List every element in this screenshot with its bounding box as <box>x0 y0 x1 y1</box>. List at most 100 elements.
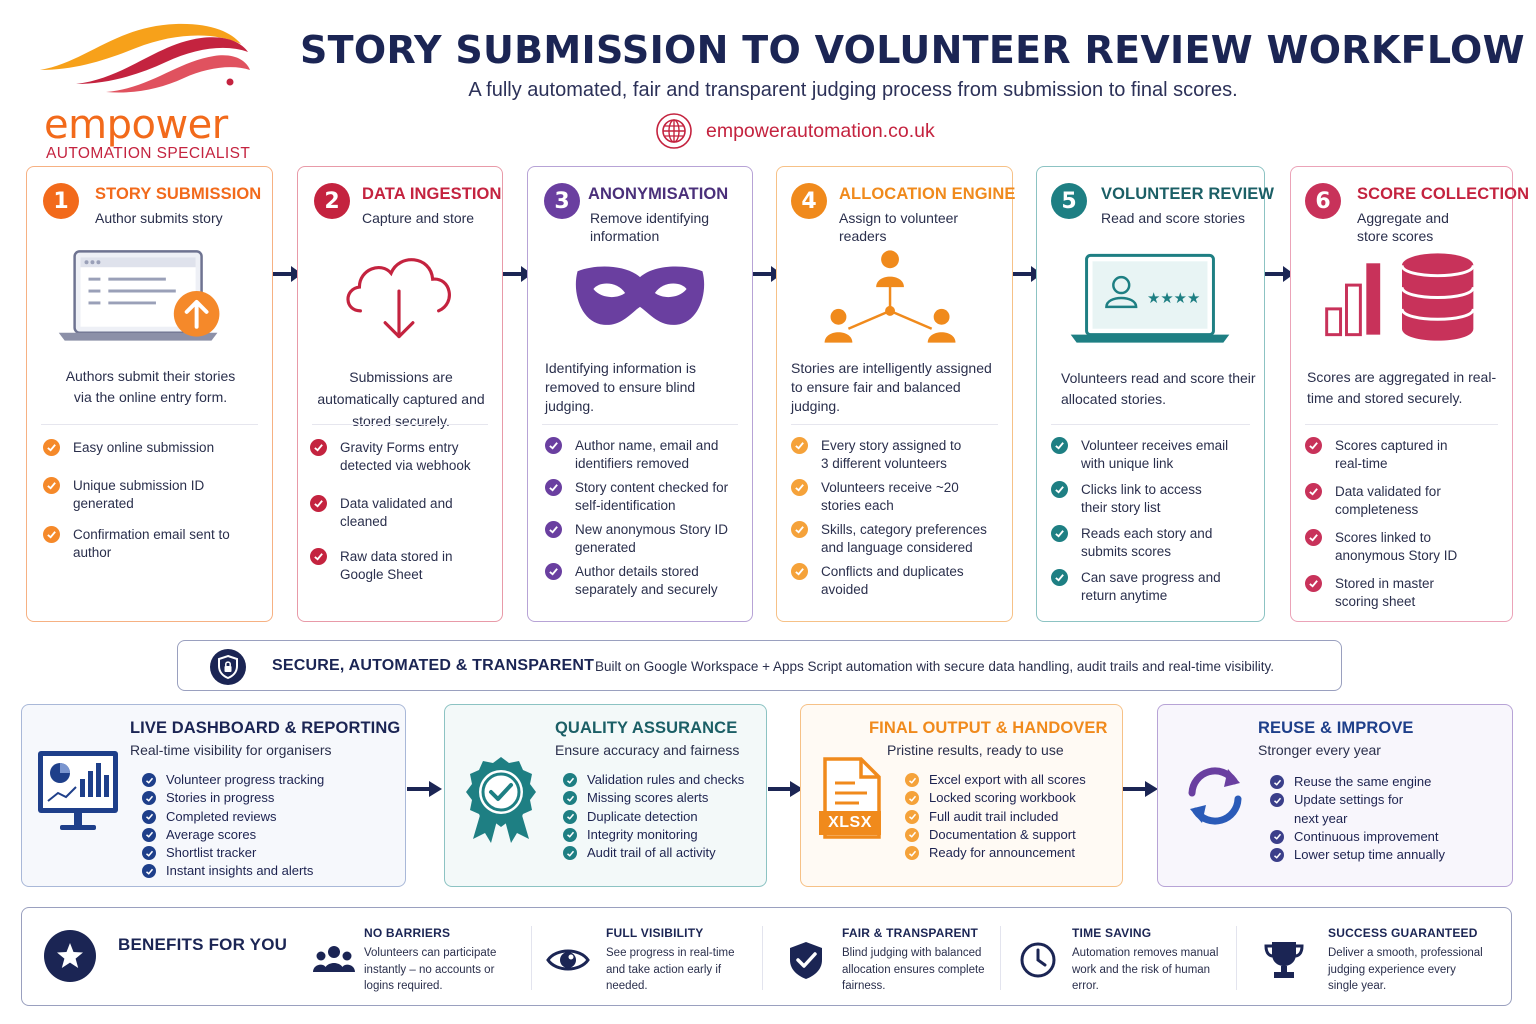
benefit-text: Automation removes manual work and the r… <box>1072 947 1219 992</box>
arrow-right-icon <box>1123 781 1158 797</box>
xlsx-file-icon <box>819 757 881 839</box>
check-icon <box>310 548 327 565</box>
award-badge-icon <box>466 757 536 843</box>
step-title: STORY SUBMISSION <box>95 185 262 203</box>
list-item: Audit trail of all activity <box>563 844 744 862</box>
check-icon <box>1051 481 1068 498</box>
panel-final-output: XLSX FINAL OUTPUT & HANDOVER Pristine re… <box>800 704 1123 887</box>
check-icon <box>310 439 327 456</box>
list-item: Data validated and cleaned <box>310 495 470 531</box>
step-story-submission: 1 STORY SUBMISSION Author submits story … <box>26 166 273 622</box>
list-item: Gravity Forms entry detected via webhook <box>310 439 480 475</box>
step-bullets: Volunteer receives email with unique lin… <box>1051 437 1254 605</box>
panel-bullets: Excel export with all scores Locked scor… <box>905 771 1086 862</box>
secure-banner: SECURE, AUTOMATED & TRANSPARENT Built on… <box>177 640 1342 691</box>
step-description: Volunteers read and score their allocate… <box>1061 370 1256 407</box>
shield-check-icon <box>790 942 822 979</box>
step-data-ingestion: 2 DATA INGESTION Capture and store Submi… <box>297 166 503 622</box>
step-number: 2 <box>314 183 350 219</box>
check-icon <box>905 809 919 824</box>
step-subtitle: Author submits story <box>95 210 223 226</box>
shield-lock-icon <box>210 649 246 685</box>
list-item: Conflicts and duplicates avoided <box>791 563 971 599</box>
step-bullets: Author name, email and identifiers remov… <box>545 437 742 599</box>
list-item: New anonymous Story ID generated <box>545 521 735 557</box>
step-subtitle: Remove identifying information <box>590 210 710 244</box>
benefit-divider <box>1000 926 1001 990</box>
check-icon <box>545 437 562 454</box>
group-people-icon <box>313 946 355 972</box>
list-item: Raw data stored in Google Sheet <box>310 548 470 584</box>
check-icon <box>43 439 60 456</box>
panel-bullets: Validation rules and checks Missing scor… <box>563 771 744 862</box>
list-item: Author details stored separately and sec… <box>545 563 735 599</box>
panel-reuse-improve: REUSE & IMPROVE Stronger every year Reus… <box>1157 704 1513 887</box>
step-divider <box>312 424 488 425</box>
website-url[interactable]: empowerautomation.co.uk <box>706 119 935 142</box>
list-item: Update settings for next year <box>1270 791 1420 828</box>
step-score-collection: 6 SCORE COLLECTION Aggregate and store s… <box>1290 166 1529 622</box>
brand-name: empower <box>44 102 228 148</box>
panel-subtitle: Stronger every year <box>1258 742 1381 758</box>
step-subtitle: Capture and store <box>362 210 475 226</box>
check-icon <box>310 495 327 512</box>
website-link[interactable]: empowerautomation.co.uk <box>656 113 935 149</box>
benefit-divider <box>762 926 763 990</box>
step-bullets: Gravity Forms entry detected via webhook… <box>310 439 492 584</box>
check-icon <box>43 477 60 494</box>
check-icon <box>142 791 156 806</box>
step-description: Authors submit their stories via the onl… <box>65 368 236 405</box>
check-icon <box>1270 775 1284 789</box>
step-number: 5 <box>1051 183 1087 219</box>
check-icon <box>545 479 562 496</box>
banner-title: SECURE, AUTOMATED & TRANSPARENT <box>272 657 595 674</box>
list-item: Volunteers receive ~20 stories each <box>791 479 961 515</box>
benefit-divider <box>1236 926 1237 990</box>
step-anonymisation: 3 ANONYMISATION Remove identifying infor… <box>527 166 753 622</box>
check-icon <box>1305 483 1322 500</box>
trophy-icon <box>1264 942 1304 978</box>
panel-title: REUSE & IMPROVE <box>1258 719 1414 737</box>
refresh-cycle-icon <box>1188 767 1242 825</box>
mask-icon <box>575 266 705 325</box>
list-item: Easy online submission <box>43 439 262 457</box>
panel-title: QUALITY ASSURANCE <box>555 719 738 737</box>
step-volunteer-review: 5 VOLUNTEER REVIEW Read and score storie… <box>1036 166 1274 622</box>
cloud-download-icon <box>346 258 451 339</box>
list-item: Can save progress and return anytime <box>1051 569 1221 605</box>
list-item: Locked scoring workbook <box>905 789 1086 807</box>
step-subtitle: Assign to volunteer readers <box>839 210 959 244</box>
step-number: 6 <box>1305 183 1341 219</box>
benefit-divider <box>531 926 532 990</box>
benefit-title: NO BARRIERS <box>364 926 451 940</box>
check-icon <box>1270 793 1284 808</box>
list-item: Data validated for completeness <box>1305 483 1455 519</box>
step-title: SCORE COLLECTION <box>1357 185 1530 203</box>
list-item: Shortlist tracker <box>142 844 324 862</box>
benefit-title: FULL VISIBILITY <box>606 926 704 940</box>
step-bullets: Every story assigned to 3 different volu… <box>791 437 1002 599</box>
check-icon <box>142 773 156 787</box>
panel-bullets: Reuse the same engine Update settings fo… <box>1270 773 1445 864</box>
arrow-right-icon <box>407 781 442 797</box>
step-divider <box>542 424 738 425</box>
list-item: Missing scores alerts <box>563 789 744 807</box>
check-icon <box>43 526 60 543</box>
list-item: Stored in master scoring sheet <box>1305 575 1455 611</box>
xlsx-label: XLSX <box>828 814 872 831</box>
check-icon <box>791 563 808 580</box>
panel-subtitle: Ensure accuracy and fairness <box>555 742 740 758</box>
step-divider <box>1051 424 1250 425</box>
benefit-text: Volunteers can participate instantly – n… <box>364 947 497 992</box>
benefits-bar: BENEFITS FOR YOU NO BARRIERS Volunteers … <box>21 907 1512 1006</box>
clock-icon <box>1020 942 1056 978</box>
list-item: Clicks link to access their story list <box>1051 481 1211 517</box>
panel-title: FINAL OUTPUT & HANDOVER <box>869 719 1108 737</box>
list-item: Integrity monitoring <box>563 826 744 844</box>
list-item: Ready for announcement <box>905 844 1086 862</box>
list-item: Skills, category preferences and languag… <box>791 521 991 557</box>
step-number: 1 <box>43 183 79 219</box>
benefit-title: SUCCESS GUARANTEED <box>1328 926 1478 940</box>
check-icon <box>563 773 577 787</box>
list-item: Scores linked to anonymous Story ID <box>1305 529 1475 565</box>
